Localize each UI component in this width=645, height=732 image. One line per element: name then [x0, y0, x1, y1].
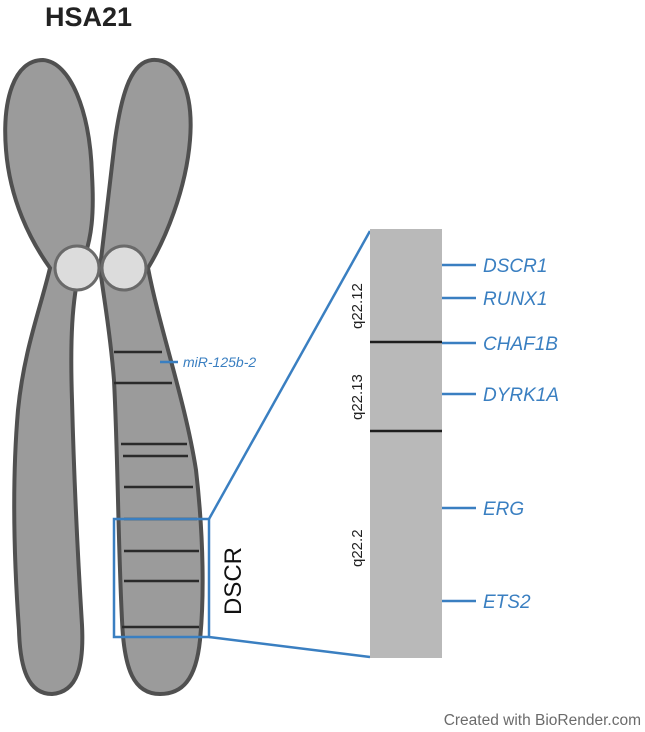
gene-label-ets2: ETS2 [483, 592, 531, 613]
band-label-q22-2: q22.2 [349, 529, 366, 567]
gene-label-dscr1: DSCR1 [483, 256, 547, 277]
zoom-connector-top [207, 230, 372, 520]
gene-label-chaf1b: CHAF1B [483, 334, 558, 355]
gene-label-runx1: RUNX1 [483, 289, 547, 310]
mir-label: miR-125b-2 [183, 354, 256, 370]
band-label-q22-12: q22.12 [349, 283, 366, 329]
dscr-region-box [112, 517, 211, 639]
biorender-watermark: Created with BioRender.com [443, 712, 641, 729]
dscr-label: DSCR [220, 547, 247, 615]
left-chromatid [3, 57, 95, 697]
gene-label-dyrk1a: DYRK1A [483, 385, 559, 406]
zoom-connector-bottom [208, 635, 371, 659]
left-centromere [53, 244, 101, 292]
right-centromere [100, 244, 148, 292]
figure-title: HSA21 [45, 2, 133, 32]
zoom-region [370, 229, 442, 658]
gene-label-erg: ERG [483, 499, 524, 520]
band-label-q22-13: q22.13 [349, 374, 366, 420]
right-chromatid [97, 57, 205, 697]
gene-ticks [442, 263, 476, 603]
